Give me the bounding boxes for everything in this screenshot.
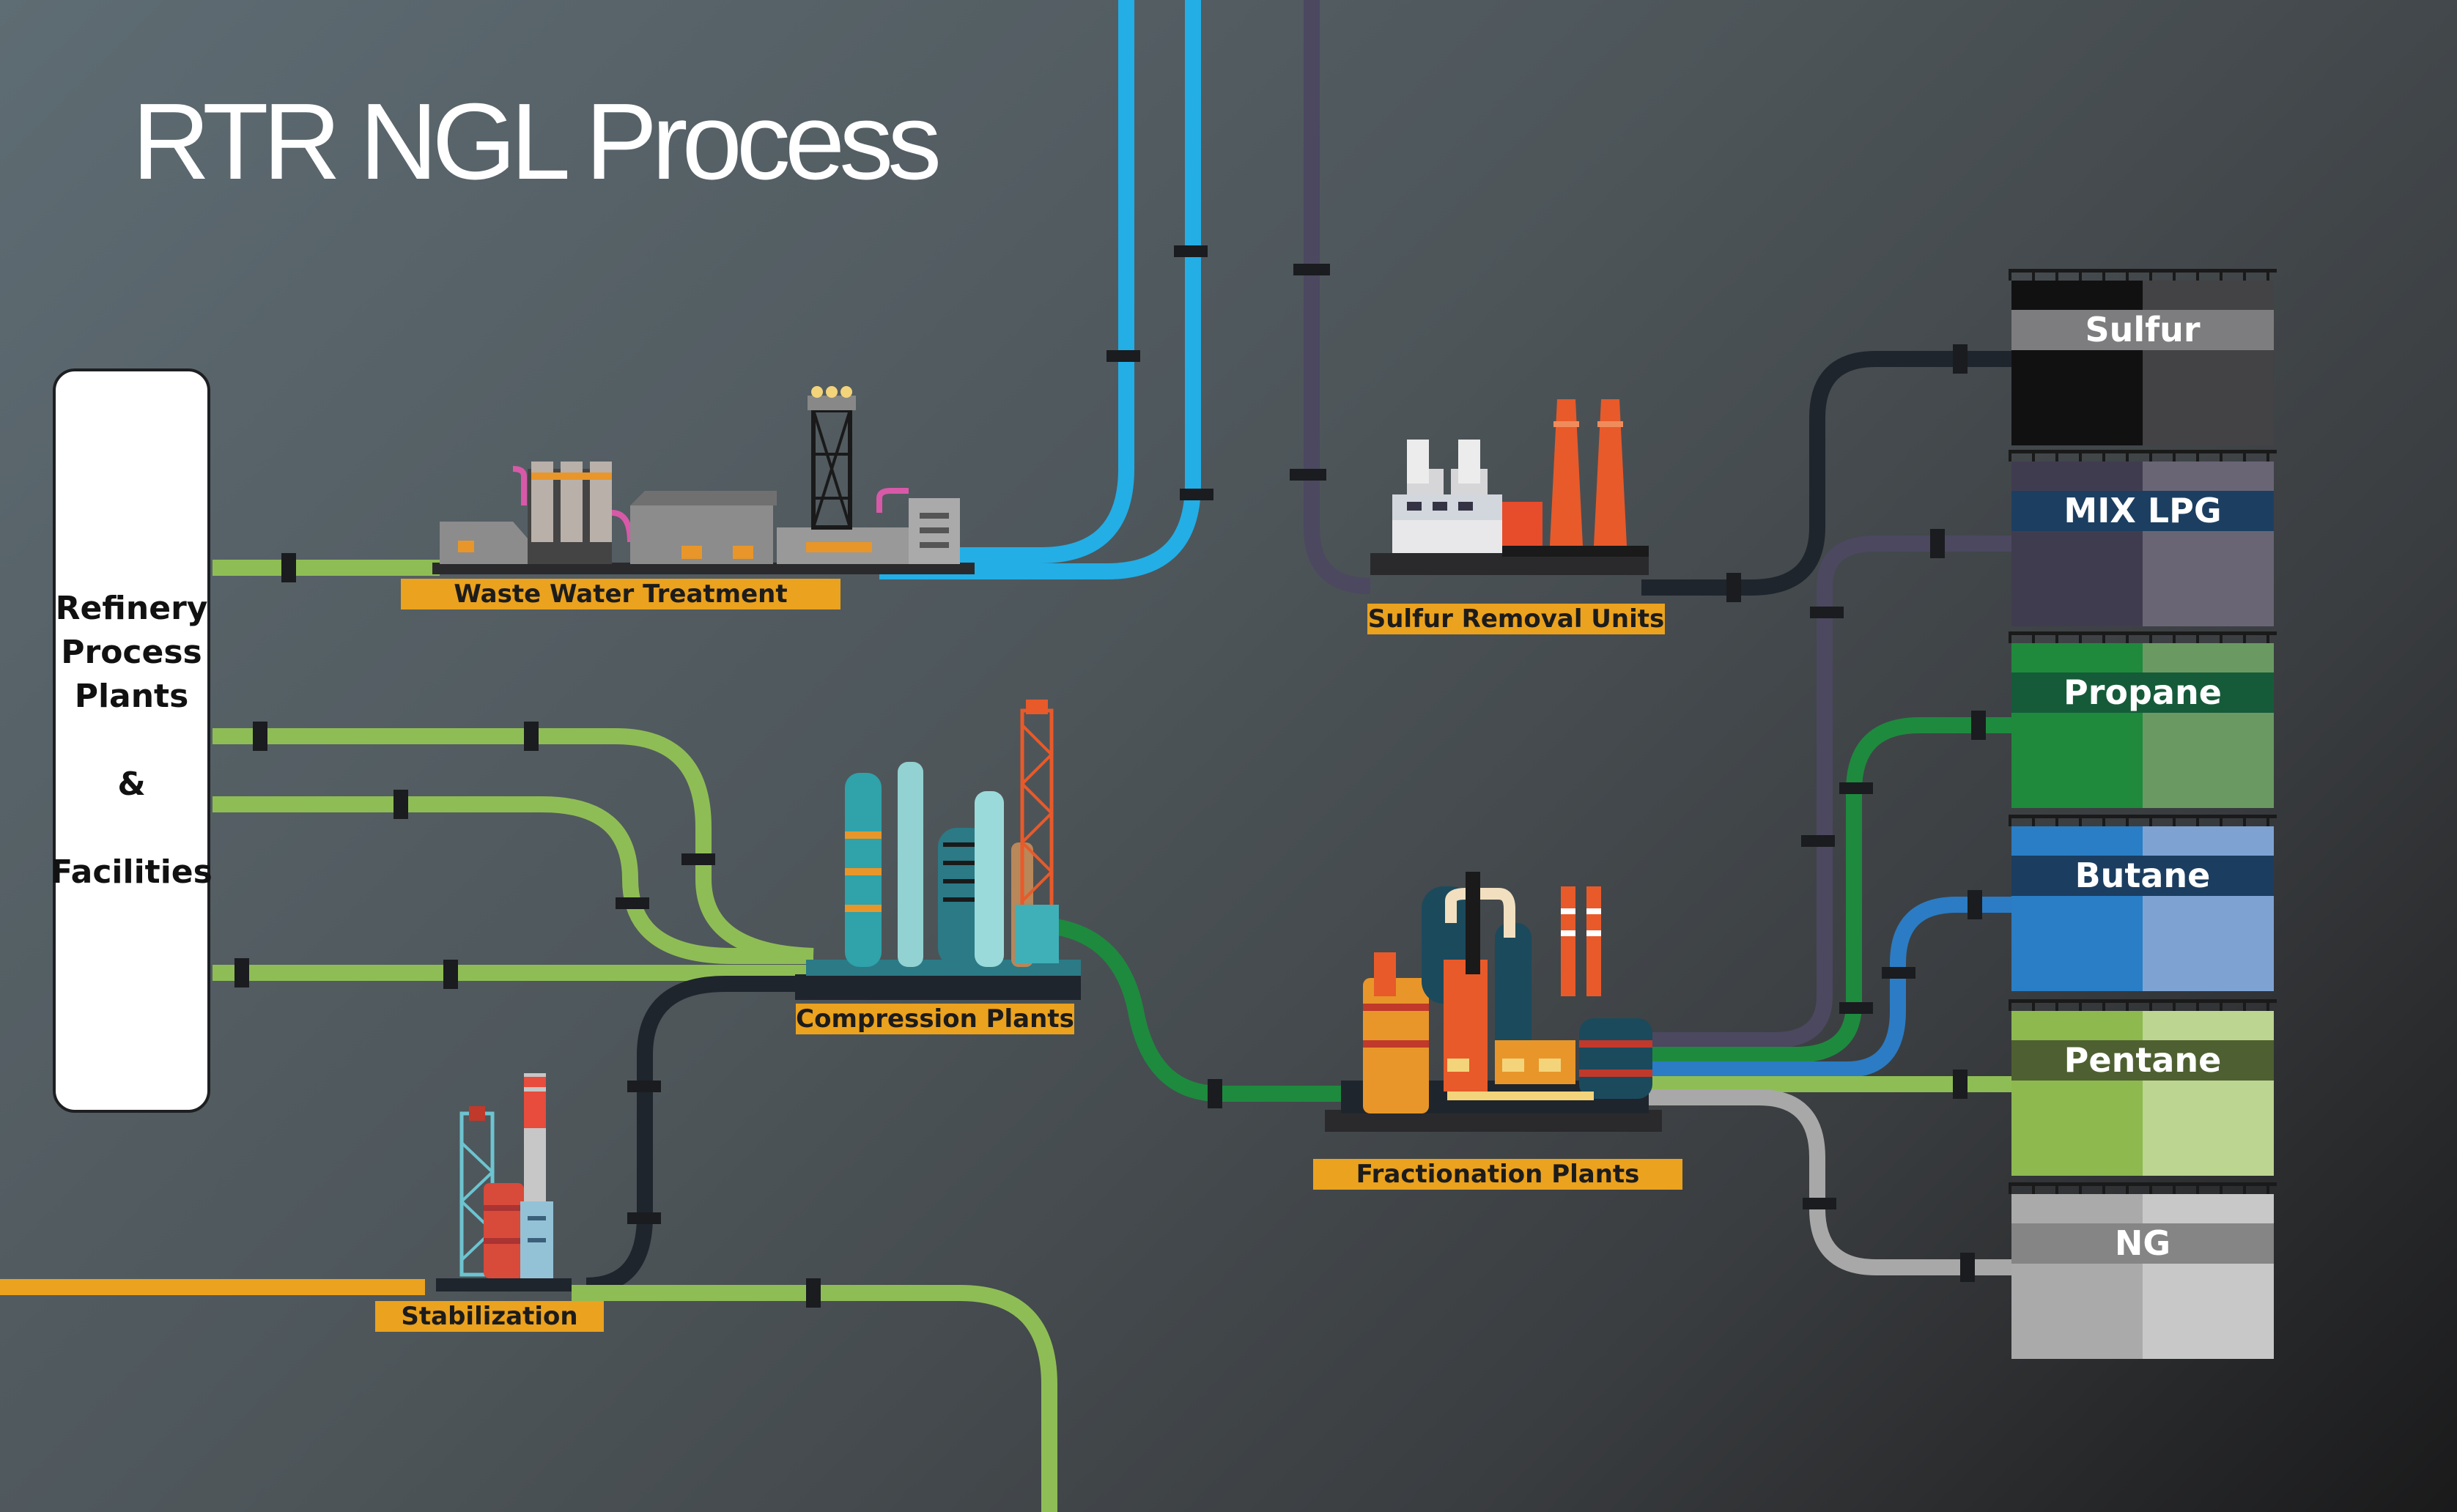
tank-left-half xyxy=(2011,826,2143,991)
coupling xyxy=(1174,245,1208,257)
coupling xyxy=(524,722,539,751)
fractionation-plant-icon xyxy=(1325,872,1662,1132)
coupling xyxy=(1953,344,1968,374)
product-name: NG xyxy=(2011,1223,2274,1264)
tank-right-half xyxy=(2143,826,2274,991)
compression-label: Compression Plants xyxy=(796,1004,1074,1034)
coupling xyxy=(1293,264,1330,275)
coupling xyxy=(1953,1070,1968,1099)
coupling xyxy=(1803,1198,1836,1209)
coupling xyxy=(1960,1253,1975,1282)
stab-to-compression-pipe xyxy=(585,976,813,1294)
coupling xyxy=(1882,967,1915,979)
coupling xyxy=(1839,1002,1873,1014)
tank-left-half xyxy=(2011,1194,2143,1359)
source-line: Plants xyxy=(74,678,189,715)
tank-right-half xyxy=(2143,462,2274,626)
sulfur-feed-pipe xyxy=(1304,0,1371,594)
coupling xyxy=(443,960,458,989)
tank-rail xyxy=(2009,815,2277,826)
sulfur-product-pipe xyxy=(1641,351,2011,596)
page-title: RTR NGL Process xyxy=(132,81,942,202)
coupling xyxy=(1971,711,1986,740)
product-tank: Pentane xyxy=(2009,999,2277,1176)
sulfur-removal-label: Sulfur Removal Units xyxy=(1367,604,1665,634)
source-line-spacer xyxy=(126,807,137,850)
product-name: Propane xyxy=(2011,672,2274,713)
stabilization-label: Stabilization xyxy=(375,1301,604,1332)
waste-water-label: Waste Water Treatment xyxy=(401,579,840,609)
stabilization-outlet-pipe xyxy=(572,1285,1057,1512)
coupling xyxy=(627,1081,661,1092)
coupling xyxy=(616,897,649,909)
product-name: Sulfur xyxy=(2011,310,2274,350)
coupling xyxy=(1208,1079,1222,1108)
tank-right-half xyxy=(2143,1011,2274,1176)
tank-rail xyxy=(2009,631,2277,643)
tank-rail xyxy=(2009,269,2277,281)
tank-right-half xyxy=(2143,643,2274,808)
tank-left-half xyxy=(2011,462,2143,626)
coupling xyxy=(1968,890,1982,919)
coupling xyxy=(1726,573,1741,602)
tank-left-half xyxy=(2011,281,2143,445)
source-line: & xyxy=(117,766,146,803)
butane-product-pipe xyxy=(1649,897,2011,1078)
fractionation-label: Fractionation Plants xyxy=(1313,1159,1682,1190)
product-name: MIX LPG xyxy=(2011,491,2274,531)
tank-right-half xyxy=(2143,1194,2274,1359)
tank-rail xyxy=(2009,999,2277,1011)
source-line-spacer xyxy=(126,719,137,763)
product-tank: MIX LPG xyxy=(2009,450,2277,626)
coupling xyxy=(234,958,249,987)
ng-product-pipe xyxy=(1649,1089,2011,1275)
sulfur-removal-plant-icon xyxy=(1370,399,1649,575)
water-pipe-inner xyxy=(879,0,1134,563)
stabilization-plant-icon xyxy=(436,1073,572,1292)
coupling xyxy=(253,722,267,751)
tank-right-half xyxy=(2143,281,2274,445)
tank-left-half xyxy=(2011,1011,2143,1176)
compression-to-fractionation-pipe xyxy=(1053,919,1341,1102)
coupling xyxy=(1839,782,1873,794)
product-name: Butane xyxy=(2011,856,2274,896)
coupling xyxy=(1106,350,1140,362)
tank-rail xyxy=(2009,450,2277,462)
product-name: Pentane xyxy=(2011,1040,2274,1081)
product-tank: Butane xyxy=(2009,815,2277,991)
product-tank: Propane xyxy=(2009,631,2277,808)
mixlpg-product-pipe xyxy=(1649,536,2011,1048)
waste-water-plant-icon xyxy=(432,386,975,574)
source-line: Process xyxy=(61,634,202,671)
compression-feed-1 xyxy=(213,728,814,964)
compression-plant-icon xyxy=(795,700,1081,1000)
coupling xyxy=(1810,607,1844,618)
coupling xyxy=(1180,489,1213,500)
coupling xyxy=(1801,835,1835,847)
product-tank: NG xyxy=(2009,1182,2277,1359)
coupling xyxy=(627,1212,661,1224)
tank-left-half xyxy=(2011,643,2143,808)
refinery-source-box: Refinery Process Plants & Facilities xyxy=(51,368,213,1113)
coupling xyxy=(806,1278,821,1308)
coupling xyxy=(1290,469,1326,481)
source-line: Facilities xyxy=(51,853,213,891)
coupling xyxy=(681,853,715,865)
product-tank: Sulfur xyxy=(2009,269,2277,445)
coupling xyxy=(1930,529,1945,558)
coupling xyxy=(394,790,408,819)
source-line: Refinery xyxy=(55,590,208,627)
compression-feed-2 xyxy=(213,796,813,964)
coupling xyxy=(281,553,296,582)
pipe-couplings xyxy=(234,245,1986,1308)
tank-rail xyxy=(2009,1182,2277,1194)
